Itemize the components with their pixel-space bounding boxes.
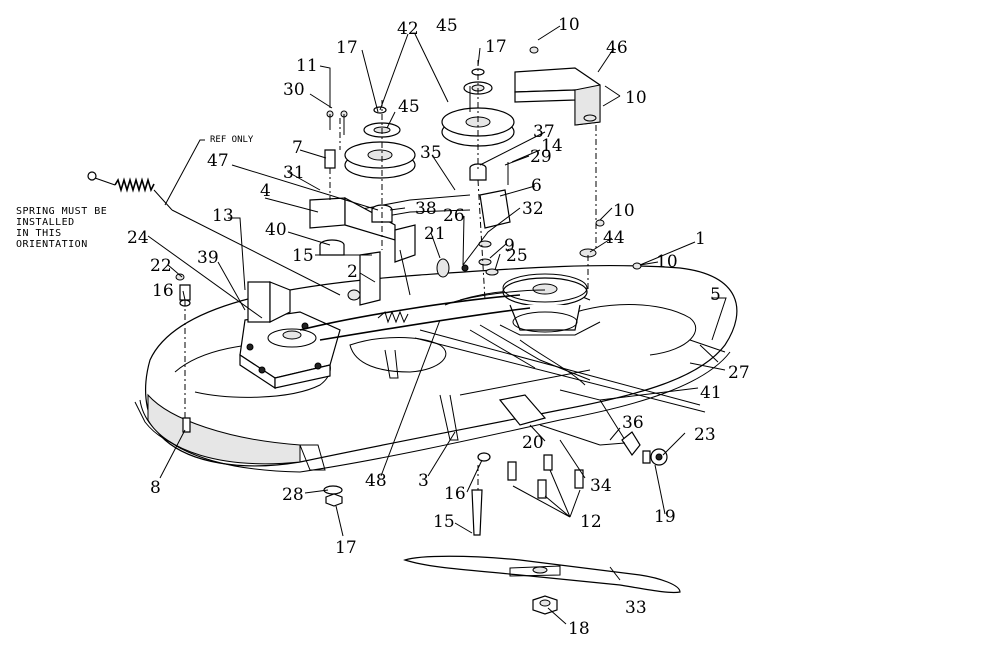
idler-pulley-left bbox=[344, 106, 416, 179]
callout-21: 21 bbox=[424, 224, 446, 244]
callout-32: 32 bbox=[522, 199, 544, 219]
callout-17-left: 17 bbox=[336, 38, 358, 58]
callout-10-top: 10 bbox=[558, 15, 580, 35]
callout-39: 39 bbox=[197, 248, 219, 268]
blade-bolt-nut bbox=[532, 595, 558, 615]
callout-1: 1 bbox=[695, 229, 706, 249]
callout-25: 25 bbox=[506, 246, 528, 266]
callout-46: 46 bbox=[606, 38, 628, 58]
callout-5: 5 bbox=[710, 285, 721, 305]
callout-35: 35 bbox=[420, 143, 442, 163]
callout-31: 31 bbox=[283, 163, 305, 183]
callout-16-left: 16 bbox=[152, 281, 174, 301]
callout-4: 4 bbox=[260, 181, 271, 201]
callout-29: 29 bbox=[530, 147, 552, 167]
callout-45-right: 45 bbox=[436, 16, 458, 36]
spindle-bolts bbox=[507, 454, 584, 499]
callout-19: 19 bbox=[654, 507, 676, 527]
callout-6: 6 bbox=[531, 176, 542, 196]
right-spindle-pulley bbox=[499, 273, 601, 336]
callout-40: 40 bbox=[265, 220, 287, 240]
belt-guide-46 bbox=[514, 67, 601, 126]
callout-12: 12 bbox=[580, 512, 602, 532]
callout-41: 41 bbox=[700, 383, 722, 403]
callout-38: 38 bbox=[415, 199, 437, 219]
callout-labels: 1 2 3 4 5 6 7 8 9 10 10 10 10 11 12 13 1… bbox=[127, 15, 750, 639]
callout-13: 13 bbox=[212, 206, 234, 226]
callout-27: 27 bbox=[728, 363, 750, 383]
callout-37: 37 bbox=[533, 122, 555, 142]
callout-10-guide: 10 bbox=[625, 88, 647, 108]
callout-14: 14 bbox=[541, 136, 563, 156]
spring-note-line3: IN THIS bbox=[16, 228, 62, 239]
spring-note-line4: ORIENTATION bbox=[16, 239, 88, 250]
spring-note-line1: SPRING MUST BE bbox=[16, 206, 107, 217]
callout-34: 34 bbox=[590, 476, 612, 496]
bottom-hardware bbox=[182, 417, 668, 536]
callout-24: 24 bbox=[127, 228, 149, 248]
callout-8: 8 bbox=[150, 478, 161, 498]
ref-only-note: REF ONLY bbox=[210, 135, 254, 145]
callout-45-left: 45 bbox=[398, 97, 420, 117]
callout-23: 23 bbox=[694, 425, 716, 445]
belts-and-linkage bbox=[299, 194, 706, 446]
callout-3: 3 bbox=[418, 471, 429, 491]
callout-10-right: 10 bbox=[656, 252, 678, 272]
hardware-bits bbox=[175, 46, 642, 307]
callout-36: 36 bbox=[622, 413, 644, 433]
callout-15-mid: 15 bbox=[292, 246, 314, 266]
mower-blade bbox=[403, 555, 681, 594]
callout-11: 11 bbox=[296, 56, 318, 76]
spring-note-line2: INSTALLED bbox=[16, 217, 75, 228]
deck-spring-and-cable bbox=[87, 171, 409, 324]
callout-17-bottom: 17 bbox=[335, 538, 357, 558]
callout-7: 7 bbox=[292, 138, 303, 158]
leader-lines bbox=[147, 25, 727, 625]
callout-48: 48 bbox=[365, 471, 387, 491]
mower-deck bbox=[134, 264, 738, 473]
callout-33: 33 bbox=[625, 598, 647, 618]
callout-20: 20 bbox=[522, 433, 544, 453]
callout-28: 28 bbox=[282, 485, 304, 505]
callout-18: 18 bbox=[568, 619, 590, 639]
callout-22: 22 bbox=[150, 256, 172, 276]
callout-15-bottom: 15 bbox=[433, 512, 455, 532]
callout-2: 2 bbox=[347, 262, 358, 282]
callout-44: 44 bbox=[603, 228, 625, 248]
callout-16-bottom: 16 bbox=[444, 484, 466, 504]
callout-9: 9 bbox=[504, 236, 515, 256]
callout-10-mid: 10 bbox=[613, 201, 635, 221]
callout-17-right: 17 bbox=[485, 37, 507, 57]
callout-47: 47 bbox=[207, 151, 229, 171]
callout-42: 42 bbox=[397, 19, 419, 39]
callout-30: 30 bbox=[283, 80, 305, 100]
idler-arm-right bbox=[469, 162, 511, 266]
callout-26: 26 bbox=[443, 206, 465, 226]
